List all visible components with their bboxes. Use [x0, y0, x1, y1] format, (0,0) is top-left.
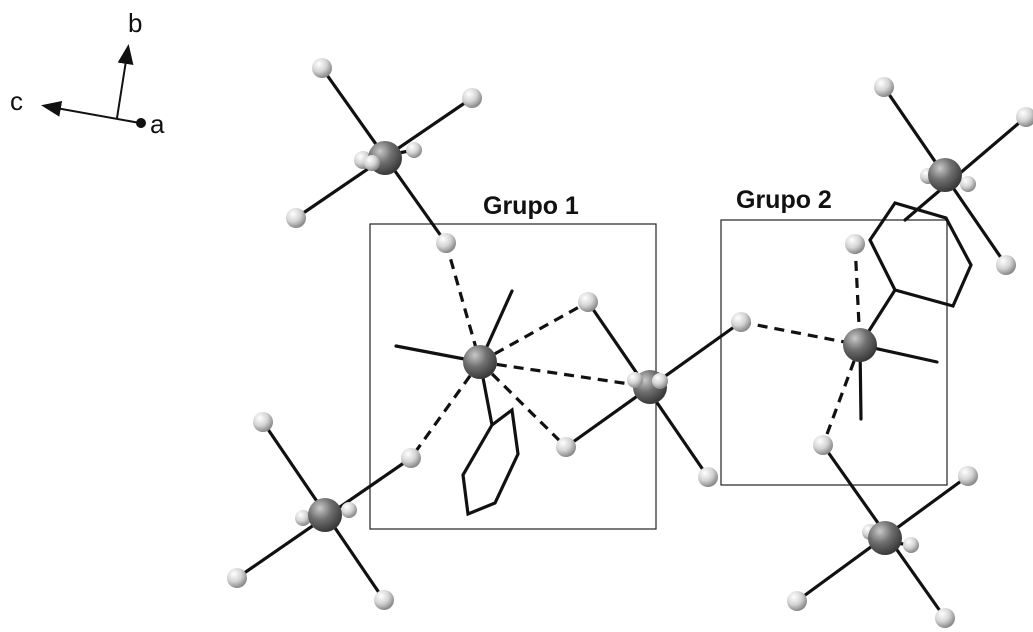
group-1-label: Grupo 1 [483, 192, 579, 220]
halide-atom [556, 437, 576, 457]
halide-atom [286, 208, 306, 228]
halide-atom [903, 537, 919, 553]
halide-atom [578, 292, 598, 312]
group-1-frame [369, 223, 657, 530]
halide-atom [364, 155, 380, 171]
halide-atom [787, 591, 807, 611]
halide-atom [960, 176, 976, 192]
group-2-label: Grupo 2 [736, 186, 832, 214]
halide-atom [406, 142, 422, 158]
halide-atom [731, 312, 751, 332]
axis-a-label: a [150, 109, 165, 139]
halide-atom [436, 233, 456, 253]
metal-atom [308, 498, 342, 532]
halide-atom [996, 255, 1016, 275]
halide-atom [374, 590, 394, 610]
axis-a-dot [136, 118, 146, 128]
metal-atom [843, 328, 877, 362]
group-2-frame [720, 219, 948, 486]
halide-atom [958, 466, 978, 486]
halide-atom [652, 373, 668, 389]
halide-atom [253, 412, 273, 432]
axis-b-label: b [128, 8, 142, 38]
halide-atom [627, 372, 643, 388]
axis-c-arrow [41, 100, 141, 124]
halide-atoms [227, 58, 1033, 628]
metal-atom [463, 345, 497, 379]
axis-c-label: c [10, 86, 23, 116]
halide-atom [462, 88, 482, 108]
halide-atom [341, 502, 357, 518]
covalent-bonds [235, 66, 1028, 620]
halide-atom [935, 608, 955, 628]
axis-b-arrow [116, 44, 134, 119]
metal-atom [928, 158, 962, 192]
halide-atom [1016, 107, 1033, 127]
halide-atom [312, 58, 332, 78]
axis-indicator: b c a [10, 8, 165, 139]
halide-atom [813, 435, 833, 455]
halide-atom [401, 448, 421, 468]
metal-atom [868, 521, 902, 555]
halide-atom [845, 234, 865, 254]
foreground-atoms [364, 155, 668, 389]
halide-atom [874, 77, 894, 97]
dashed-contacts [409, 242, 862, 459]
halide-atom [698, 467, 718, 487]
halide-atom [295, 510, 311, 526]
halide-atom [227, 568, 247, 588]
